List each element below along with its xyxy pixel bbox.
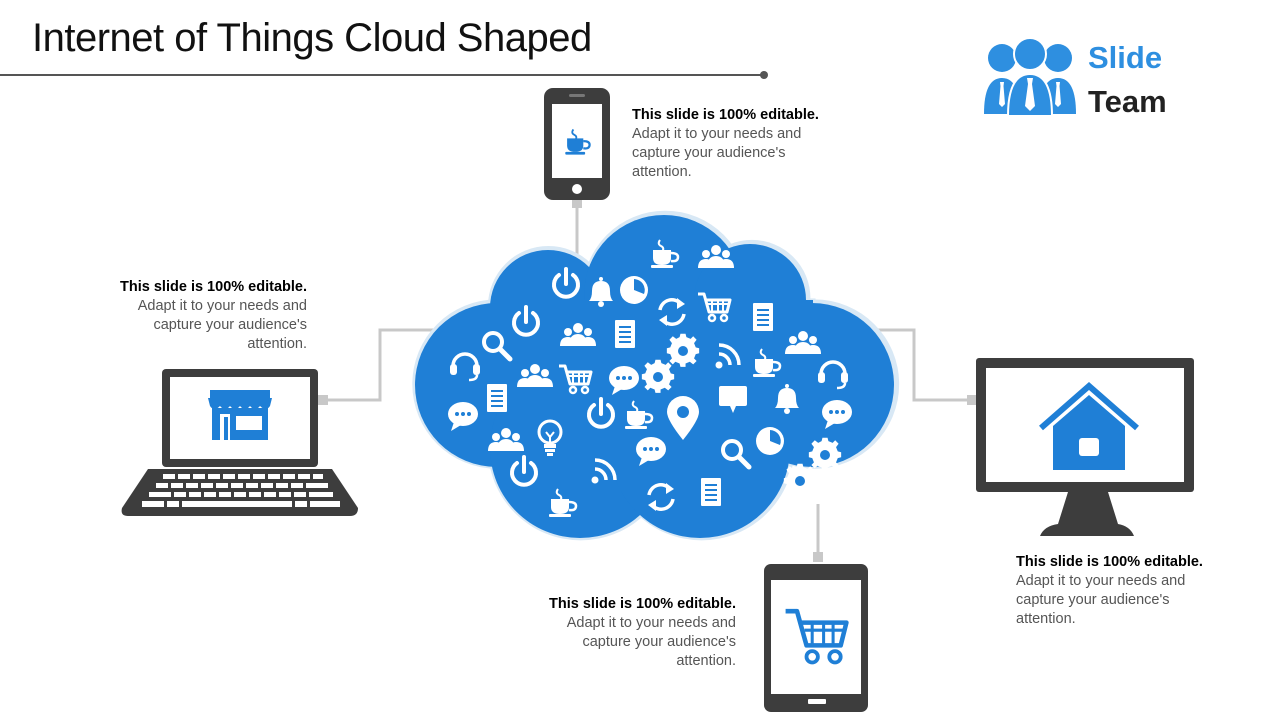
note-line: attention. (1016, 611, 1076, 627)
monitor-note: This slide is 100% editable. Adapt it to… (1016, 553, 1203, 629)
note-line: capture your audience's (632, 145, 786, 161)
laptop-keyboard (142, 474, 340, 507)
connector-lines (326, 204, 972, 560)
note-line: capture your audience's (153, 317, 307, 333)
note-line: Adapt it to your needs and (632, 126, 802, 142)
title-underline (0, 74, 764, 76)
shopping-cart-icon (785, 608, 849, 665)
note-heading: This slide is 100% editable. (120, 279, 307, 295)
page-title: Internet of Things Cloud Shaped (32, 16, 592, 60)
title-underline-dot (760, 71, 768, 79)
note-line: attention. (632, 164, 692, 180)
note-line: capture your audience's (582, 634, 736, 650)
gear-icon (783, 463, 817, 497)
smartphone-device (544, 88, 610, 200)
connector-laptop (326, 328, 453, 402)
note-heading: This slide is 100% editable. (632, 107, 819, 123)
document-icon (700, 477, 722, 507)
note-heading: This slide is 100% editable. (549, 596, 736, 612)
document-icon (752, 302, 774, 332)
tablet-device (764, 564, 868, 712)
gear-icon (808, 437, 842, 471)
connector-monitor (848, 328, 972, 402)
document-icon (486, 383, 508, 413)
note-heading: This slide is 100% editable. (1016, 554, 1203, 570)
connector-plugs (318, 198, 977, 562)
note-line: attention. (676, 653, 736, 669)
people-logo-icon (984, 37, 1076, 117)
gear-icon (666, 333, 700, 367)
document-icon (614, 319, 636, 349)
note-line: Adapt it to your needs and (137, 298, 307, 314)
note-line: capture your audience's (1016, 592, 1170, 608)
slide-team-logo: Slide Team (982, 36, 1182, 120)
monitor-device (976, 358, 1194, 536)
coffee-cup-icon (565, 128, 591, 155)
logo-word-slide: Slide (1088, 40, 1163, 75)
gear-icon (641, 359, 675, 393)
note-line: Adapt it to your needs and (1016, 573, 1186, 589)
pie-chart-icon (756, 427, 784, 455)
phone-note: This slide is 100% editable. Adapt it to… (632, 106, 819, 182)
note-line: attention. (247, 336, 307, 352)
laptop-note: This slide is 100% editable. Adapt it to… (60, 278, 307, 354)
laptop-device (121, 369, 358, 516)
tablet-note: This slide is 100% editable. Adapt it to… (490, 595, 736, 671)
storefront-icon (208, 390, 272, 440)
logo-word-team: Team (1088, 84, 1167, 119)
pie-chart-icon (620, 276, 648, 304)
note-line: Adapt it to your needs and (566, 615, 736, 631)
